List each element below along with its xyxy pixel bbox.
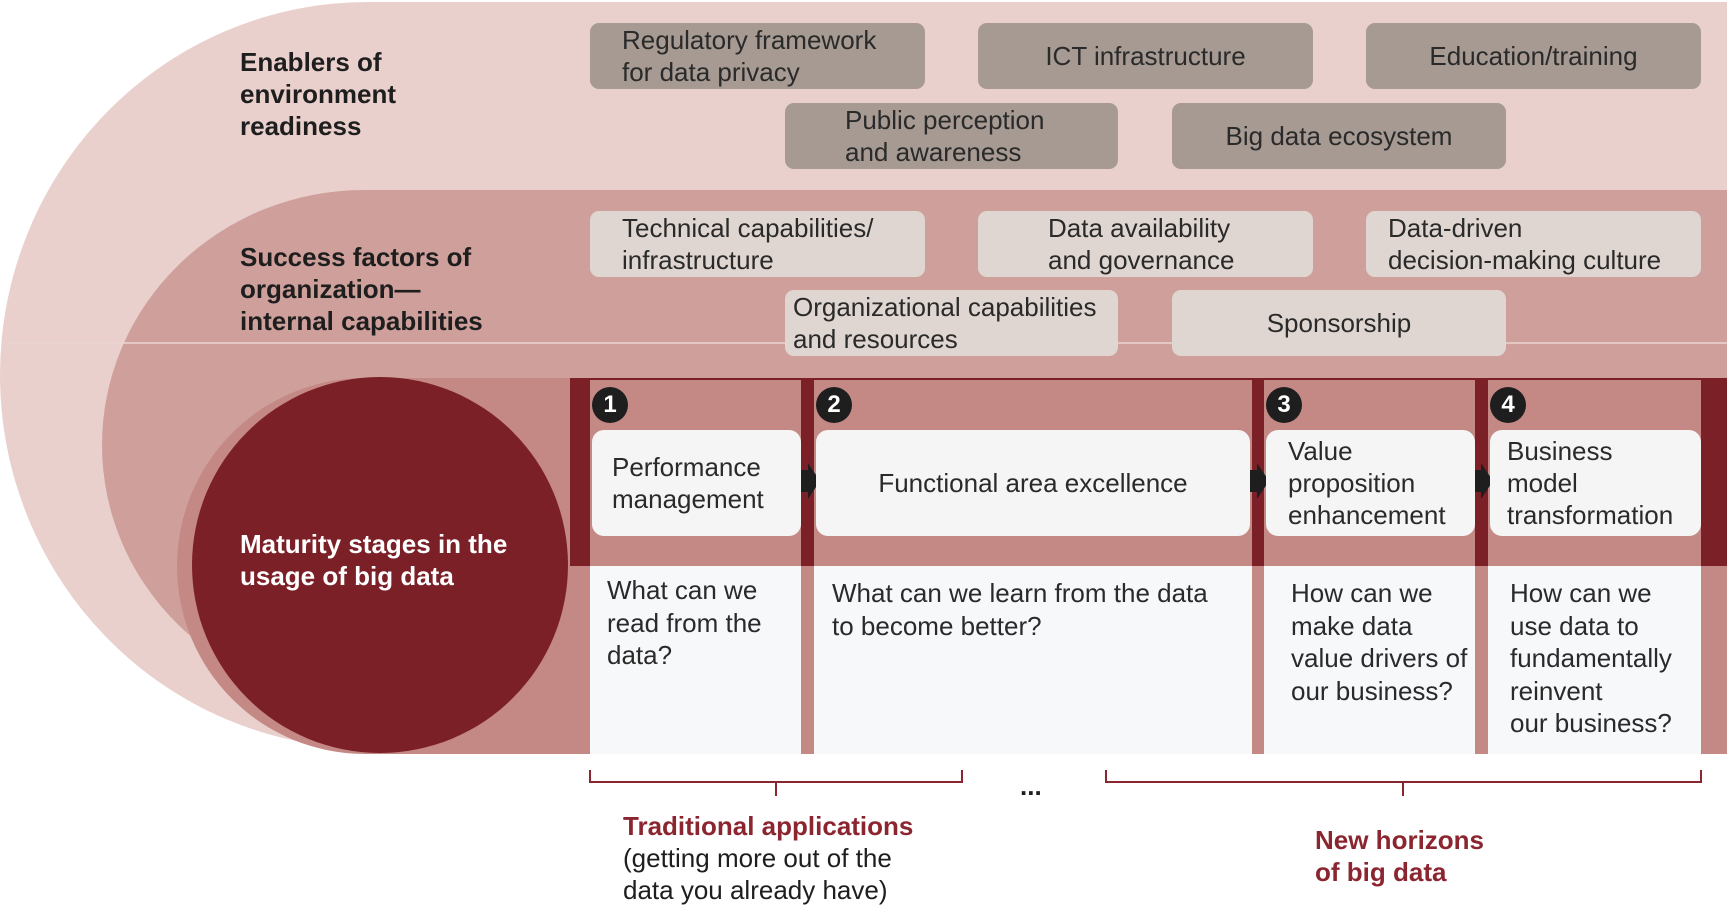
arrow-icon [1470, 463, 1493, 499]
success-sponsorship: Sponsorship [1172, 290, 1506, 356]
stage-title-2: Functional area excellence [816, 430, 1250, 536]
enabler-big-data-ecosystem: Big data ecosystem [1172, 103, 1506, 169]
enablers-label: Enablers of environment readiness [240, 47, 397, 141]
arrow-icon [797, 463, 820, 499]
stage-question-4: How can we use data to fundamentally rei… [1510, 578, 1672, 738]
question-panel-4 [1488, 566, 1701, 754]
new-horizons-caption: New horizons of big data [1315, 825, 1485, 887]
question-panel-2 [814, 566, 1252, 754]
enabler-education-training: Education/training [1366, 23, 1701, 89]
stage-question-3: How can we make data value drivers of ou… [1291, 578, 1468, 706]
stage-number-2: 2 [816, 387, 852, 423]
traditional-applications-caption: Traditional applications (getting more o… [623, 811, 914, 905]
question-panel-3 [1264, 566, 1475, 754]
success-technical-capabilities: Technical capabilities/infrastructure [590, 211, 925, 277]
bracket-traditional [589, 770, 963, 796]
stage-number-3: 3 [1266, 387, 1302, 423]
enabler-ict-infrastructure: ICT infrastructure [978, 23, 1313, 89]
maturity-label: Maturity stages in the usage of big data [240, 529, 508, 591]
stage-number-4: 4 [1490, 387, 1526, 423]
stage-question-2: What can we learn from the data to becom… [832, 578, 1208, 641]
stage-question-1: What can we read from the data? [607, 575, 762, 670]
question-panel-1 [590, 566, 801, 754]
maturity-circle [192, 377, 568, 753]
bracket-new-horizons [1105, 770, 1702, 796]
stage-number-1: 1 [592, 387, 628, 423]
success-factors-label: Success factors of organization— interna… [240, 242, 483, 336]
arrow-icon [1246, 463, 1269, 499]
ellipsis: ... [1020, 771, 1042, 801]
